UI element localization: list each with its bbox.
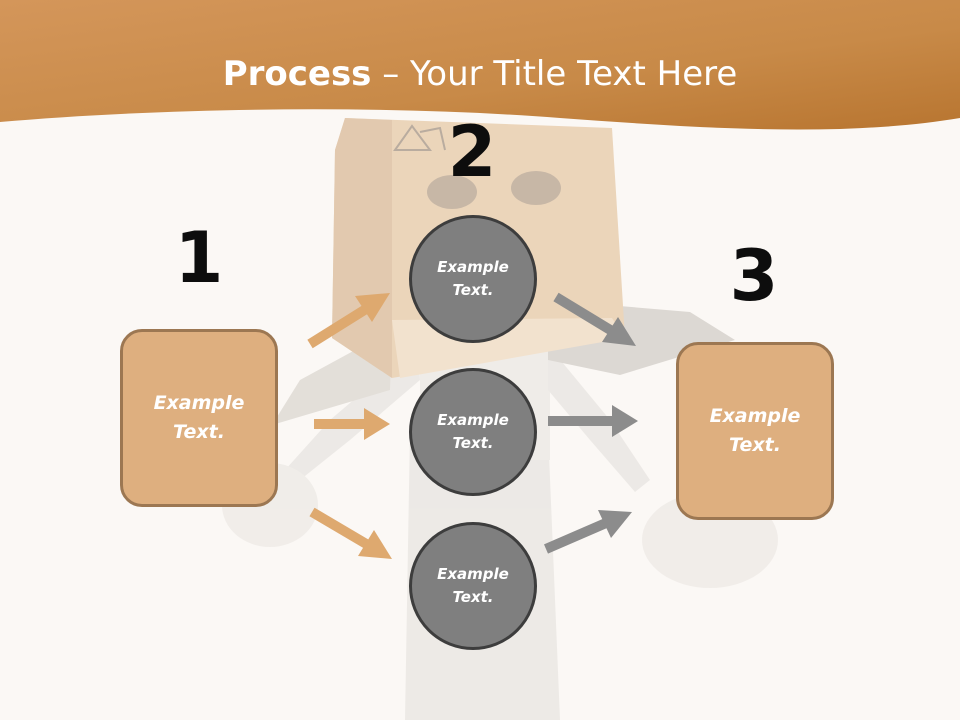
step-number-2: 2 xyxy=(447,111,497,193)
arrow-left-to-middle xyxy=(314,408,390,440)
step-2-circle-middle: Example Text. xyxy=(409,368,537,496)
slide-title: Process – Your Title Text Here xyxy=(0,52,960,96)
circle-top-text: Example Text. xyxy=(437,258,509,299)
arrow-top-to-right xyxy=(553,292,636,346)
step-3-text: Example Text. xyxy=(709,405,801,456)
step-1-box: Example Text. xyxy=(120,329,278,507)
header-band xyxy=(0,0,960,130)
step-number-3: 3 xyxy=(729,235,779,317)
step-number-1: 1 xyxy=(174,217,224,299)
circle-bottom-text: Example Text. xyxy=(437,565,509,606)
step-2-circle-top: Example Text. xyxy=(409,215,537,343)
step-3-box: Example Text. xyxy=(676,342,834,520)
step-2-circle-bottom: Example Text. xyxy=(409,522,537,650)
arrow-middle-to-right xyxy=(548,405,638,437)
arrow-left-to-top xyxy=(307,293,390,349)
title-bold: Process xyxy=(222,54,372,94)
title-rest: – Your Title Text Here xyxy=(371,54,738,94)
arrow-bottom-to-right xyxy=(544,510,632,554)
step-1-text: Example Text. xyxy=(153,392,245,443)
circle-middle-text: Example Text. xyxy=(437,411,509,452)
arrow-left-to-bottom xyxy=(309,507,392,559)
